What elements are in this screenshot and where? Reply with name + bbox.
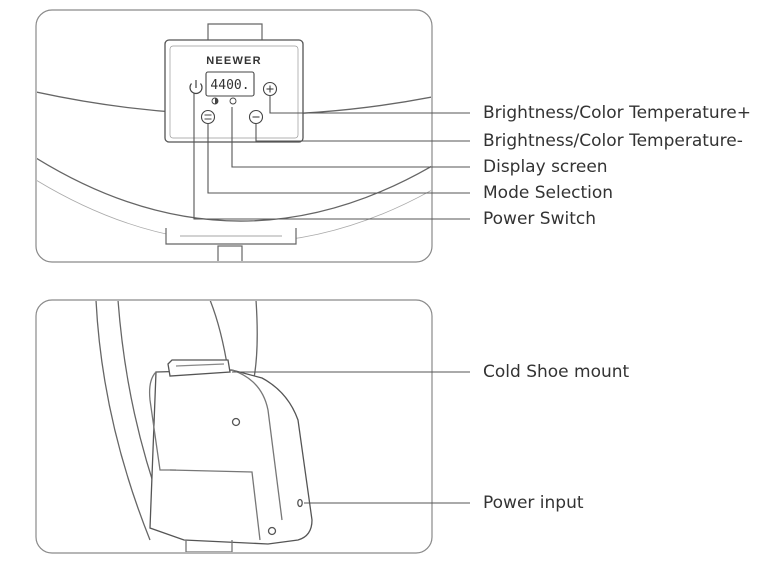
power-input-port bbox=[297, 498, 303, 508]
mode-icon[interactable] bbox=[200, 109, 216, 125]
leader-display-screen bbox=[231, 107, 470, 168]
brand-logo: NEEWER bbox=[206, 55, 261, 67]
top-leader-lines bbox=[193, 93, 470, 220]
ring-inner-arc bbox=[37, 157, 431, 222]
callout-brightness-minus: Brightness/Color Temperature- bbox=[483, 131, 743, 151]
callout-power-input: Power input bbox=[483, 493, 584, 513]
display-screen bbox=[205, 71, 255, 97]
callout-brightness-plus: Brightness/Color Temperature+ bbox=[483, 103, 751, 123]
bottom-panel bbox=[35, 299, 470, 554]
plus-icon[interactable] bbox=[262, 81, 278, 97]
leader-brightness-minus bbox=[255, 124, 470, 142]
display-readout: 4400. bbox=[210, 78, 249, 93]
leader-power-switch bbox=[193, 93, 470, 220]
ring-arm-left bbox=[95, 301, 151, 541]
top-panel: NEEWER 4400. bbox=[35, 9, 470, 263]
top-clip bbox=[207, 23, 263, 40]
bottom-leader-lines bbox=[232, 371, 470, 504]
stand-pole bbox=[217, 245, 243, 261]
holder-housing bbox=[149, 369, 313, 545]
leader-mode-selection bbox=[207, 124, 470, 194]
callout-display-screen: Display screen bbox=[483, 157, 608, 177]
leader-brightness-plus bbox=[269, 96, 470, 114]
minus-icon[interactable] bbox=[248, 109, 264, 125]
power-icon[interactable] bbox=[189, 80, 203, 95]
callout-mode-selection: Mode Selection bbox=[483, 183, 614, 203]
callout-power-switch: Power Switch bbox=[483, 209, 597, 229]
callout-cold-shoe-mount: Cold Shoe mount bbox=[483, 362, 630, 382]
